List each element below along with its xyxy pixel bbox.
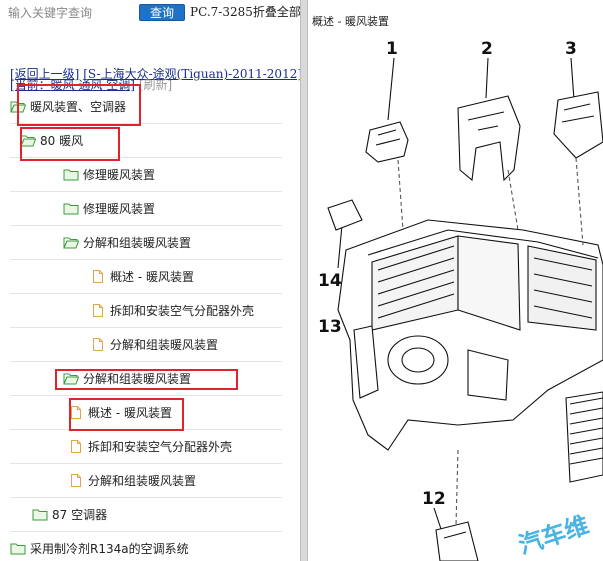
tree-item[interactable]: 分解和组装暖风装置 (63, 226, 191, 259)
tree-item[interactable]: 修理暖风装置 (63, 158, 155, 191)
tree-row: 修理暖风装置 (10, 158, 282, 192)
tree-item-label: 采用制冷剂R134a的空调系统 (30, 542, 189, 556)
model-link[interactable]: [S-上海大众-途观(Tiguan)-2011-2012] (83, 67, 300, 81)
tree-item-label: 拆卸和安装空气分配器外壳 (88, 440, 233, 454)
tree-item[interactable]: 分解和组装暖风装置 (63, 362, 191, 395)
highlight-box (69, 398, 184, 431)
pane-splitter[interactable] (300, 0, 308, 561)
search-input[interactable] (8, 4, 136, 22)
highlight-box (55, 369, 238, 390)
tree-item-label: 80 暖风 (40, 134, 84, 148)
document-icon (90, 270, 106, 283)
tree-row: 采用制冷剂R134a的空调系统 (10, 532, 282, 561)
tree-row: 修理暖风装置 (10, 192, 282, 226)
folder-icon (10, 542, 26, 555)
document-icon (90, 338, 106, 351)
tree-row: 分解和组装暖风装置 (10, 328, 282, 362)
tree-item-label: 分解和组装暖风装置 (83, 236, 192, 250)
tree-item-label: 修理暖风装置 (83, 202, 156, 216)
tree-item-label: 分解和组装暖风装置 (110, 338, 219, 352)
watermark: 汽车维 (515, 511, 592, 560)
document-icon (68, 474, 84, 487)
tree-item-label: 概述 - 暖风装置 (110, 270, 194, 284)
tree-item-label: 暖风装置、空调器 (30, 100, 127, 114)
callout-label: 3 (565, 39, 577, 59)
folder-icon (32, 508, 48, 521)
tree-item-label: 拆卸和安装空气分配器外壳 (110, 304, 255, 318)
tree-row: 分解和组装暖风装置 (10, 226, 282, 260)
tree-item[interactable]: 分解和组装暖风装置 (68, 464, 196, 497)
callout-label: 14 (318, 271, 342, 291)
tree-row: 分解和组装暖风装置 (10, 362, 282, 396)
tree-item[interactable]: 87 空调器 (32, 498, 107, 531)
tree-item[interactable]: 概述 - 暖风装置 (90, 260, 194, 293)
breadcrumb: [返回上一级] [S-上海大众-途观(Tiguan)-2011-2012] (10, 65, 300, 82)
document-icon (90, 304, 106, 317)
tree-item[interactable]: 分解和组装暖风装置 (90, 328, 218, 361)
tree-row: 拆卸和安装空气分配器外壳 (10, 430, 282, 464)
tree-row: 暖风装置、空调器 (10, 90, 282, 124)
tree-row: 87 空调器 (10, 498, 282, 532)
tree-row: 80 暖风 (10, 124, 282, 158)
diagram-title: 概述 - 暖风装置 (312, 15, 389, 28)
tree-item[interactable]: 拆卸和安装空气分配器外壳 (90, 294, 254, 327)
tree-item-label: 分解和组装暖风装置 (83, 372, 192, 386)
highlight-box (20, 127, 120, 161)
tree-item-label: 修理暖风装置 (83, 168, 156, 182)
doc-code-collapse-all[interactable]: PC.7-3285折叠全部 (190, 5, 300, 19)
tree-row: 分解和组装暖风装置 (10, 464, 282, 498)
tree-item[interactable]: 拆卸和安装空气分配器外壳 (68, 430, 232, 463)
tree-item-label: 分解和组装暖风装置 (88, 474, 197, 488)
refresh-link[interactable]: [刷新] (138, 78, 173, 92)
tree-item[interactable]: 修理暖风装置 (63, 192, 155, 225)
search-button[interactable]: 查询 (139, 4, 185, 21)
callout-label: 13 (318, 317, 342, 337)
document-icon (68, 406, 84, 419)
highlight-box (17, 84, 141, 126)
heater-exploded-diagram: 1 2 3 14 13 12 汽车维 (318, 39, 603, 561)
tree-item-label: 87 空调器 (52, 508, 108, 522)
callout-label: 2 (481, 39, 493, 59)
tree-item-label: 概述 - 暖风装置 (88, 406, 172, 420)
tree-row: 概述 - 暖风装置 (10, 260, 282, 294)
callout-label: 12 (422, 489, 446, 509)
folder-icon (63, 202, 79, 215)
tree-item[interactable]: 概述 - 暖风装置 (68, 396, 172, 429)
folder-open-icon (63, 372, 80, 385)
content-pane: 概述 - 暖风装置 (308, 0, 603, 561)
callout-label: 1 (386, 39, 398, 59)
tree-row: 拆卸和安装空气分配器外壳 (10, 294, 282, 328)
tree-item[interactable]: 采用制冷剂R134a的空调系统 (10, 532, 189, 561)
folder-open-icon (63, 236, 80, 249)
back-link[interactable]: [返回上一级] (10, 67, 80, 81)
document-icon (68, 440, 84, 453)
folder-icon (63, 168, 79, 181)
navigation-pane: 查询 PC.7-3285折叠全部 [返回上一级] [S-上海大众-途观(Tigu… (0, 0, 300, 561)
tree-item[interactable]: 80 暖风 (20, 124, 83, 157)
